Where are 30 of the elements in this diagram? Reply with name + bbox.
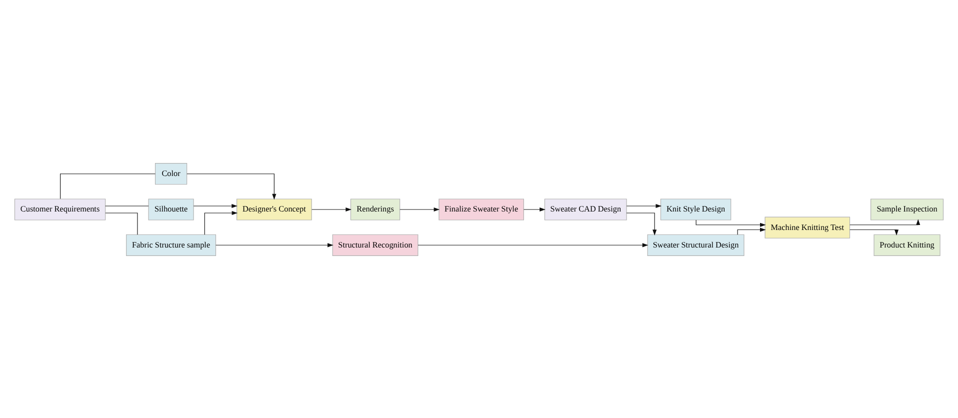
node-box: Machine Knitting Test	[764, 216, 850, 238]
node-box: Structural Recognition	[332, 234, 418, 256]
node-box: Sample Inspection	[870, 198, 944, 220]
node-box: Color	[154, 162, 188, 184]
arrow	[186, 173, 276, 200]
arrow	[696, 219, 766, 226]
arrow	[204, 210, 238, 234]
arrow	[418, 242, 648, 247]
node-box: Sweater CAD Design	[544, 198, 627, 220]
node-box: Designer's Concept	[236, 198, 312, 220]
arrow	[523, 206, 546, 212]
arrow	[626, 212, 657, 235]
connector	[60, 173, 156, 199]
arrow	[737, 227, 766, 234]
node-box: Renderings	[350, 198, 400, 220]
node-box: Customer Requirements	[14, 198, 106, 220]
arrow	[193, 203, 238, 208]
arrow	[850, 218, 920, 225]
node-box: Knit Style Design	[660, 198, 732, 220]
node-box: Fabric Structure sample	[126, 234, 216, 256]
node-box: Sweater Structural Design	[647, 234, 744, 256]
node-box: Finalize Sweater Style	[438, 198, 524, 220]
arrow	[626, 203, 662, 208]
node-box: Silhouette	[148, 198, 194, 220]
connector	[105, 212, 138, 234]
arrow	[400, 206, 440, 212]
node-box: Product Knitting	[874, 234, 940, 256]
arrow	[312, 206, 352, 212]
arrow	[850, 228, 899, 236]
arrow	[216, 242, 334, 247]
